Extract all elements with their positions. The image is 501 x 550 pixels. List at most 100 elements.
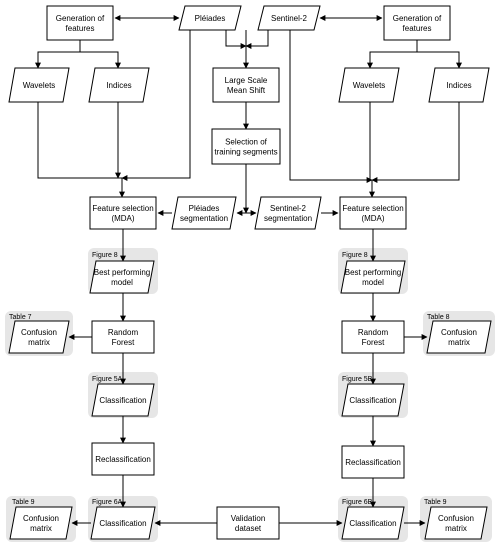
node-label-line: Pléiades bbox=[189, 204, 220, 213]
node-label-line: Classification bbox=[349, 519, 396, 528]
data-parallelogram bbox=[340, 260, 406, 294]
flow-arrow bbox=[35, 40, 81, 69]
node-label-line: Confusion bbox=[438, 514, 474, 523]
node-label-line: Sentinel-2 bbox=[271, 14, 308, 23]
node-label-line: Reclassification bbox=[345, 458, 401, 467]
reference-tag-figure6a: Figure 6A bbox=[92, 499, 123, 506]
node-label-line: matrix bbox=[28, 338, 50, 347]
node-label-line: Selection of bbox=[225, 138, 268, 147]
node-label-line: Generation of bbox=[56, 14, 105, 23]
node-label-line: Wavelets bbox=[353, 81, 386, 90]
node-pleiades: Pléiades bbox=[178, 5, 242, 31]
node-label-line: Mean Shift bbox=[227, 86, 266, 95]
node-indices-left: Indices bbox=[88, 67, 150, 103]
node-label-line: Confusion bbox=[23, 514, 59, 523]
node-label-line: model bbox=[362, 278, 384, 287]
data-parallelogram bbox=[88, 67, 150, 103]
node-wavelets-left: Wavelets bbox=[8, 67, 70, 103]
node-label-line: Classification bbox=[99, 396, 146, 405]
flow-arrow bbox=[121, 12, 191, 181]
flow-arrow bbox=[245, 30, 269, 49]
flow-arrow bbox=[367, 40, 418, 69]
node-label-line: Reclassification bbox=[95, 455, 151, 464]
flow-arrow bbox=[369, 102, 375, 198]
data-parallelogram bbox=[8, 67, 70, 103]
node-label-line: segmentation bbox=[264, 214, 312, 223]
data-parallelogram bbox=[257, 5, 321, 31]
process-box bbox=[89, 196, 157, 230]
node-label-line: Wavelets bbox=[23, 81, 56, 90]
reference-tag-table8: Table 8 bbox=[427, 314, 450, 321]
data-parallelogram bbox=[428, 67, 490, 103]
node-class-6a: Classification bbox=[90, 506, 156, 540]
reference-tag-figure8-right: Figure 8 bbox=[342, 252, 368, 259]
node-label-line: Best performing bbox=[345, 268, 401, 277]
node-label-line: matrix bbox=[30, 524, 52, 533]
flow-arrow bbox=[80, 51, 121, 69]
reference-tag-table9-right: Table 9 bbox=[424, 499, 447, 506]
node-label-line: model bbox=[111, 278, 133, 287]
node-label-line: Confusion bbox=[21, 328, 57, 337]
process-box bbox=[212, 67, 280, 103]
process-box bbox=[211, 128, 281, 165]
node-class-5b: Classification bbox=[341, 383, 405, 417]
process-box bbox=[383, 5, 451, 41]
data-parallelogram bbox=[9, 506, 73, 540]
node-label-line: features bbox=[66, 24, 95, 33]
node-label-line: (MDA) bbox=[361, 214, 384, 223]
node-label-line: Indices bbox=[446, 81, 471, 90]
process-box bbox=[339, 196, 407, 230]
node-label-line: Best performing bbox=[94, 268, 150, 277]
reference-tag-figure5a: Figure 5A bbox=[92, 376, 123, 383]
flow-arrow bbox=[37, 102, 125, 198]
process-box bbox=[46, 5, 114, 41]
node-label-line: features bbox=[403, 24, 432, 33]
data-parallelogram bbox=[8, 320, 70, 354]
node-label-line: matrix bbox=[448, 338, 470, 347]
flow-arrow bbox=[417, 51, 462, 69]
node-label-line: Large Scale bbox=[225, 76, 268, 85]
node-reclass-left: Reclassification bbox=[91, 442, 155, 476]
node-fs-right: Feature selection(MDA) bbox=[339, 196, 407, 230]
reference-tag-figure6b: Figure 6B bbox=[342, 499, 373, 506]
data-parallelogram bbox=[341, 506, 405, 540]
data-parallelogram bbox=[254, 196, 322, 230]
node-label-line: Forest bbox=[362, 338, 385, 347]
data-parallelogram bbox=[171, 196, 237, 230]
node-label-line: Sentinel-2 bbox=[270, 204, 307, 213]
node-label-line: dataset bbox=[235, 524, 262, 533]
node-label-line: Pléiades bbox=[195, 14, 226, 23]
process-box bbox=[341, 320, 405, 354]
node-indices-right: Indices bbox=[428, 67, 490, 103]
node-label-line: Feature selection bbox=[342, 204, 403, 213]
node-label-line: Feature selection bbox=[92, 204, 153, 213]
node-label-line: Generation of bbox=[393, 14, 442, 23]
node-label-line: training segments bbox=[214, 148, 277, 157]
node-label-line: Validation bbox=[231, 514, 266, 523]
node-label-line: Forest bbox=[112, 338, 135, 347]
node-label-line: Indices bbox=[106, 81, 131, 90]
node-reclass-right: Reclassification bbox=[341, 445, 405, 479]
flow-arrow bbox=[289, 12, 373, 183]
reference-tag-table7: Table 7 bbox=[9, 314, 32, 321]
reference-tag-figure5b: Figure 5B bbox=[342, 376, 373, 383]
data-parallelogram bbox=[91, 383, 155, 417]
reference-tag-figure8-left: Figure 8 bbox=[92, 252, 118, 259]
data-parallelogram bbox=[424, 506, 488, 540]
data-parallelogram bbox=[178, 5, 242, 31]
node-label-line: Random bbox=[358, 328, 389, 337]
